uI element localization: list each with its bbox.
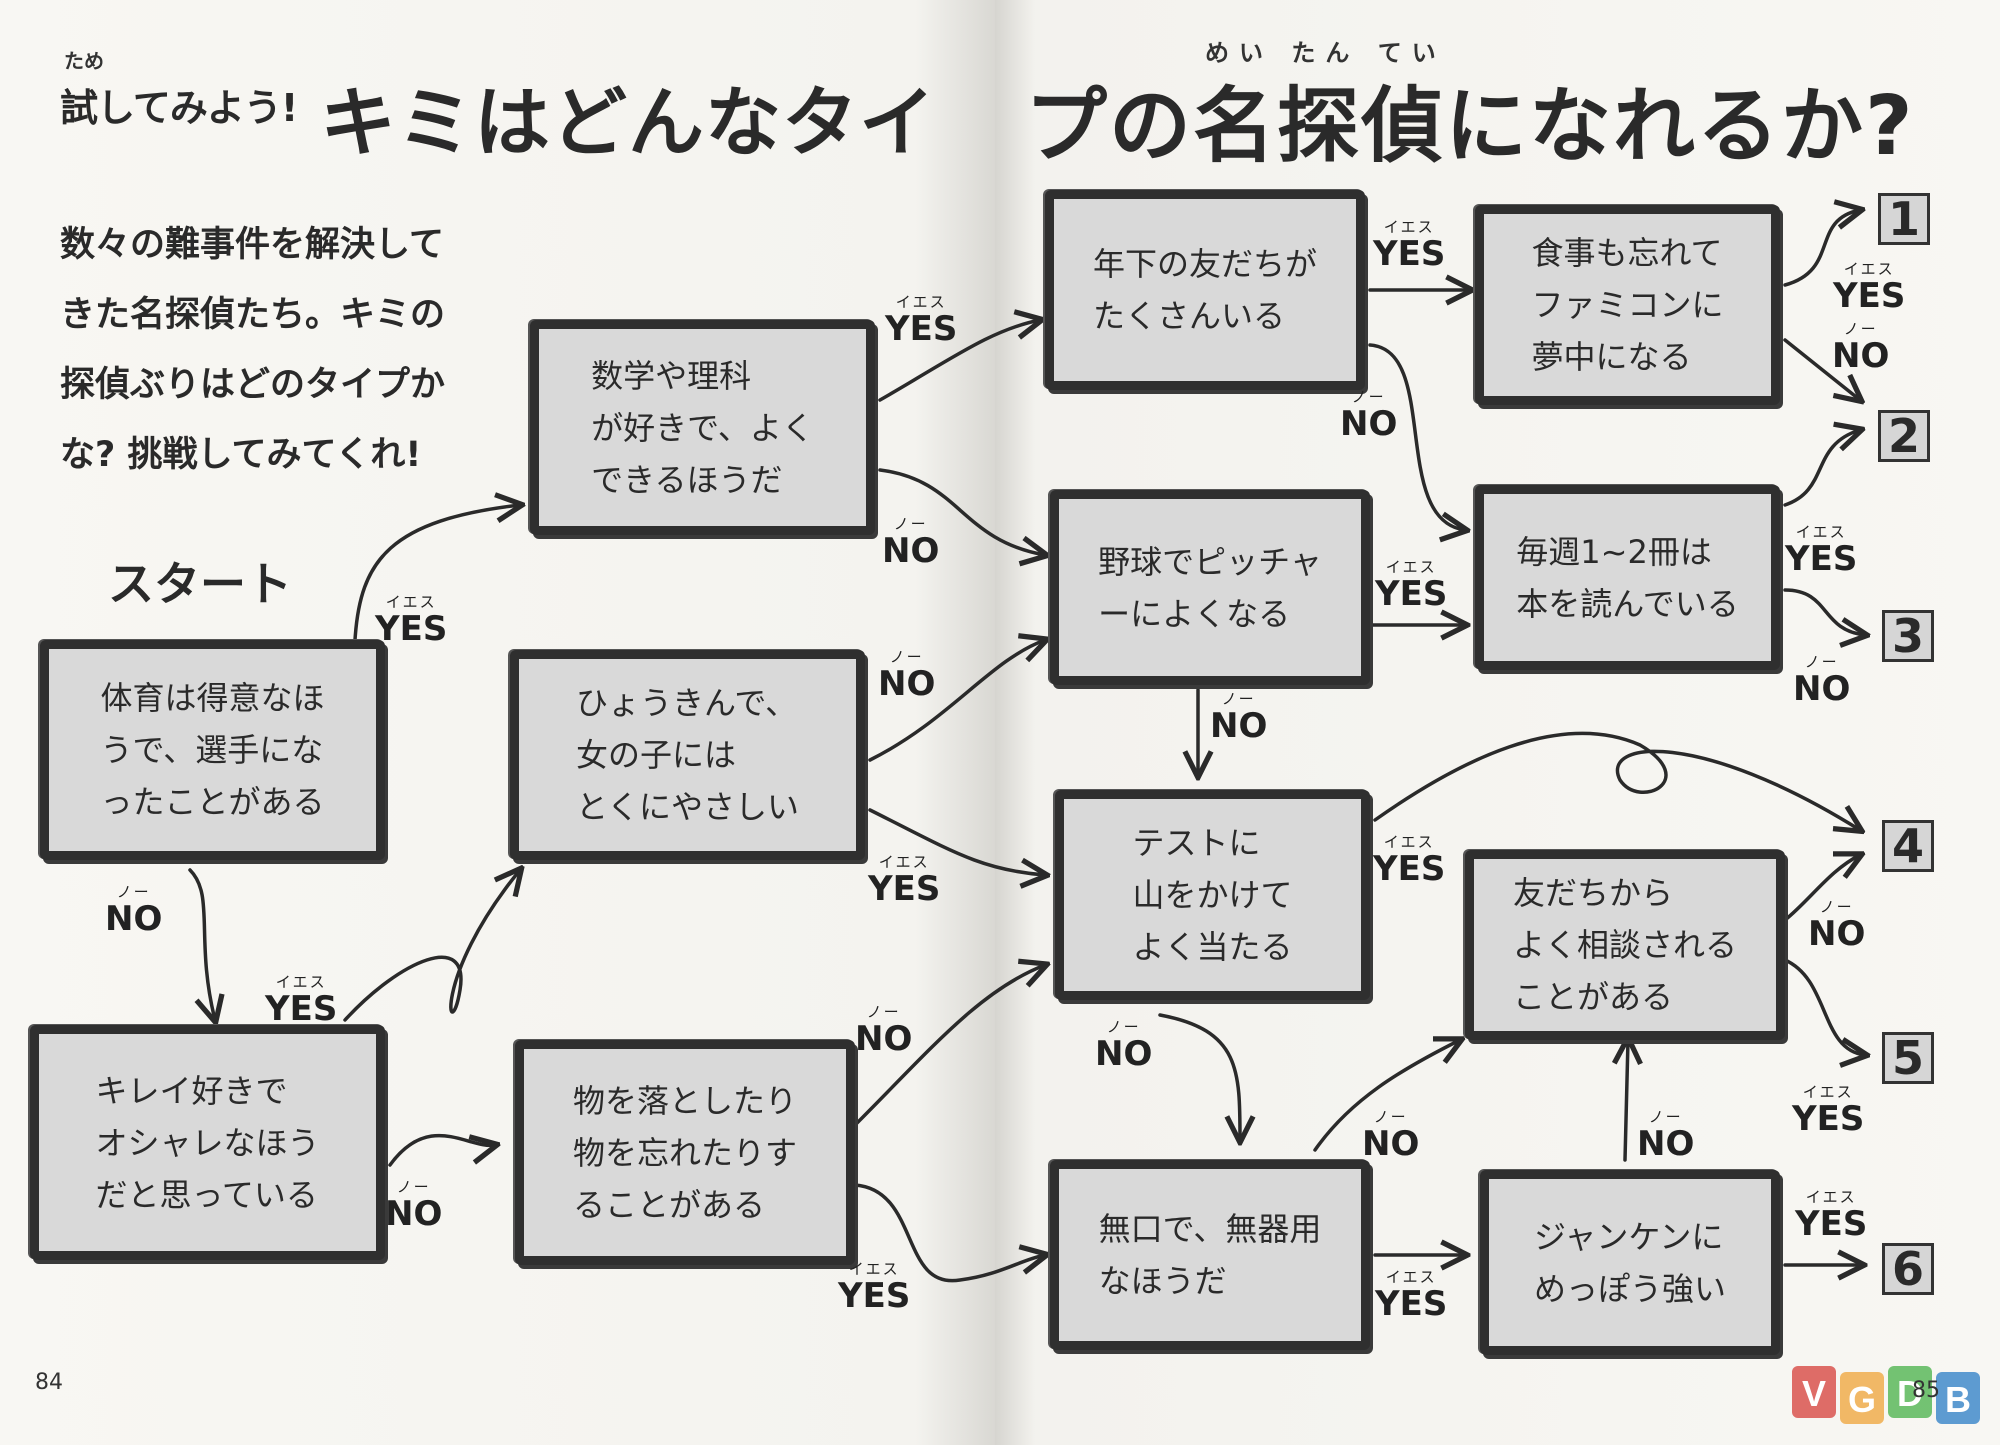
question-box-friends: 年下の友だちが たくさんいる: [1045, 190, 1365, 390]
question-text: 野球でピッチャ ーによくなる: [1098, 542, 1322, 633]
intro-line: な? 挑戦してみてくれ!: [60, 435, 422, 475]
title-left: ため 試してみよう! キミはどんなタイ: [60, 45, 960, 167]
start-label: スタート: [108, 557, 292, 611]
question-text: 毎週1~2冊は 本を読んでいる: [1516, 532, 1739, 623]
title-main-left: キミはどんなタイ: [320, 78, 936, 167]
question-box-quiet: 無口で、無器用 なほうだ: [1050, 1160, 1370, 1350]
question-box-famicom: 食事も忘れて ファミコンに 夢中になる: [1475, 205, 1780, 405]
question-box-books: 毎週1~2冊は 本を読んでいる: [1475, 485, 1780, 670]
title-ruby-meitantei: めい たん てい: [1205, 39, 1446, 67]
question-box-math: 数学や理科 が好きで、よく できるほうだ: [530, 320, 875, 535]
result-3: 3: [1882, 610, 1934, 662]
watermark-letter: V: [1802, 1373, 1826, 1414]
question-text: 年下の友だちが たくさんいる: [1092, 245, 1317, 335]
title-right: めい たん てい プの名探偵になれるか?: [1025, 39, 1985, 174]
result-5: 5: [1882, 1032, 1934, 1084]
intro-line: 数々の難事件を解決して: [60, 225, 444, 265]
question-text: テストに 山をかけて よく当たる: [1132, 824, 1293, 966]
watermark-letter: B: [1945, 1379, 1971, 1420]
result-1: 1: [1878, 193, 1930, 245]
watermark-letter: D: [1897, 1373, 1923, 1414]
title-ruby-try: ため: [64, 49, 104, 73]
page-number-left: 84: [35, 1370, 63, 1395]
question-box-baseball: 野球でピッチャ ーによくなる: [1050, 490, 1370, 685]
question-box-funny: ひょうきんで、 女の子には とくにやさしい: [510, 650, 865, 860]
question-text: 数学や理科 が好きで、よく できるほうだ: [591, 356, 814, 499]
question-text: 無口で、無器用 なほうだ: [1098, 1210, 1322, 1300]
title-try-text: 試してみよう!: [60, 86, 298, 130]
question-box-janken: ジャンケンに めっぽう強い: [1480, 1170, 1780, 1355]
question-box-forget: 物を落としたり 物を忘れたりす ることがある: [515, 1040, 855, 1265]
question-box-test: テストに 山をかけて よく当たる: [1055, 790, 1370, 1000]
question-text: ひょうきんで、 女の子には とくにやさしい: [575, 684, 800, 826]
title-main-right: プの名探偵になれるか?: [1025, 79, 1915, 174]
result-6: 6: [1882, 1243, 1934, 1295]
intro-text: 数々の難事件を解決して きた名探偵たち。キミの 探偵ぶりはどのタイプか な? 挑…: [60, 210, 490, 490]
intro-line: きた名探偵たち。キミの: [60, 295, 446, 335]
question-text: キレイ好きで オシャレなほう だと思っている: [95, 1071, 320, 1214]
intro-line: 探偵ぶりはどのタイプか: [60, 365, 446, 405]
page-number-right: 85: [1912, 1378, 1940, 1403]
question-text: 友だちから よく相談される ことがある: [1512, 874, 1737, 1016]
question-text: 食事も忘れて ファミコンに 夢中になる: [1531, 234, 1724, 376]
question-text: ジャンケンに めっぽう強い: [1533, 1217, 1726, 1308]
result-2: 2: [1878, 410, 1930, 462]
question-text: 体育は得意なほ うで、選手にな ったことがある: [100, 679, 325, 821]
question-box-consult: 友だちから よく相談される ことがある: [1465, 850, 1785, 1040]
watermark-letter: G: [1848, 1379, 1876, 1420]
question-box-pe: 体育は得意なほ うで、選手にな ったことがある: [40, 640, 385, 860]
question-text: 物を落としたり 物を忘れたりす ることがある: [572, 1081, 797, 1224]
result-4: 4: [1882, 820, 1934, 872]
vgdb-watermark-logo: V G D B: [1792, 1366, 1980, 1424]
question-box-clean: キレイ好きで オシャレなほう だと思っている: [30, 1025, 385, 1260]
